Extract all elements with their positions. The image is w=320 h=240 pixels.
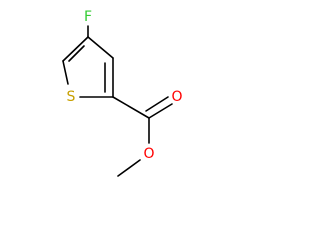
bonds — [62, 25, 173, 177]
bond-carbonyl-o1-inner — [145, 96, 169, 112]
atom-s-label: S — [67, 89, 76, 105]
bond-c3-c4 — [87, 36, 114, 59]
bond-c4-c5 — [62, 36, 89, 62]
bond-c4-c5-inner — [68, 45, 85, 62]
bond-c5-s — [62, 60, 69, 85]
bond-carbonyl-o1 — [148, 103, 173, 119]
bond-c2-carbonyl — [112, 96, 150, 119]
atom-o2-label: O — [143, 146, 154, 162]
structure-svg: F S O O — [62, 9, 183, 177]
bond-o2-methyl — [117, 159, 141, 177]
atom-f-label: F — [84, 9, 92, 25]
atom-o1-label: O — [171, 89, 182, 105]
molecule-diagram: F S O O — [62, 9, 183, 177]
atom-labels: F S O O — [67, 9, 183, 162]
